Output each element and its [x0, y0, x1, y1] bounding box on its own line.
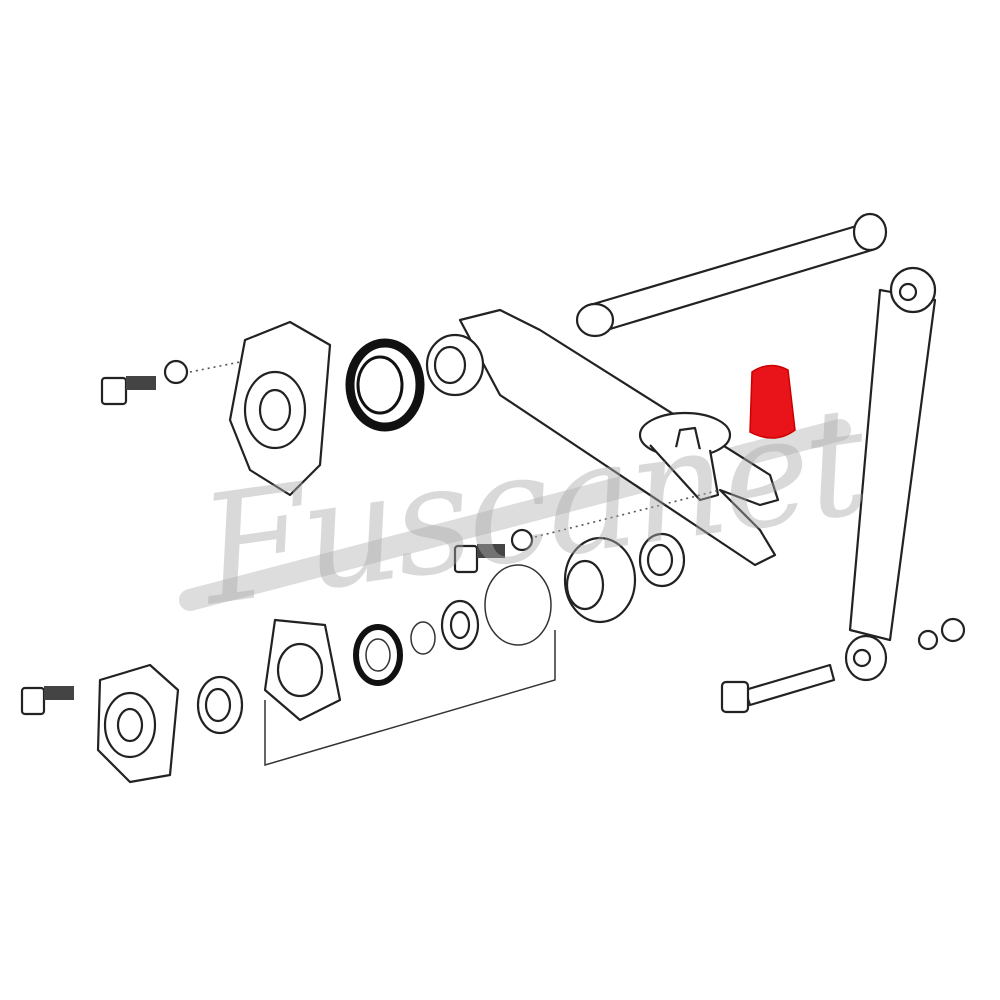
bolt-lower-left — [20, 686, 74, 716]
watermark-swoosh — [179, 419, 851, 611]
wheel-bearing — [563, 536, 637, 624]
shock-absorber — [844, 266, 937, 682]
oil-seal — [353, 624, 403, 686]
bolt-upper-left — [100, 376, 156, 406]
seal-lower — [196, 675, 244, 735]
washer — [917, 629, 939, 651]
seal — [638, 532, 686, 588]
bump-stop-highlighted — [749, 364, 796, 439]
kit-bracket — [264, 630, 556, 767]
small-ring — [410, 621, 436, 655]
torsion-bar — [575, 212, 888, 338]
gasket — [263, 618, 342, 722]
washer — [163, 359, 189, 385]
shock-bolt — [720, 663, 836, 714]
spring-plate-bracket — [638, 411, 732, 502]
oil-seal-black — [345, 338, 425, 432]
leader-line — [189, 359, 251, 373]
bolt-middle — [453, 544, 505, 574]
leader-line — [534, 489, 721, 538]
trailing-arm — [425, 308, 780, 567]
bearing-cover — [228, 320, 332, 497]
bearing-housing — [96, 663, 180, 784]
washer — [510, 528, 534, 552]
spacer-ring — [440, 599, 480, 651]
o-ring — [484, 564, 552, 646]
nut — [940, 617, 966, 643]
